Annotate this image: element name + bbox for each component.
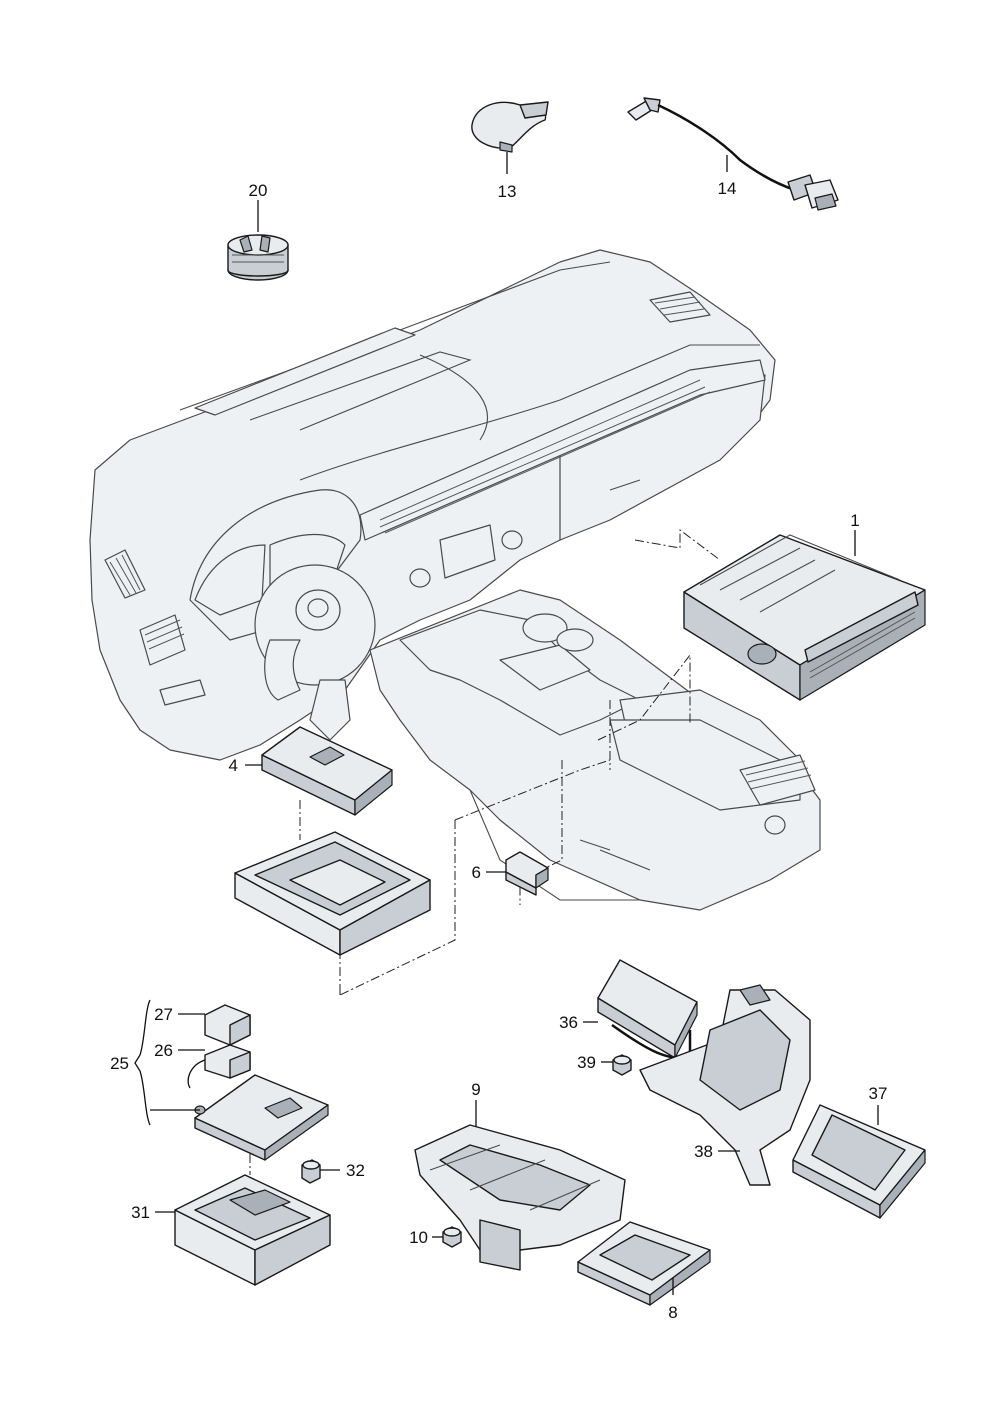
part-20-igniter — [227, 234, 289, 281]
callout-37: 37 — [869, 1084, 888, 1103]
callout-32: 32 — [346, 1161, 365, 1180]
dashboard-illustration — [89, 249, 776, 761]
mounting-tray — [234, 831, 431, 956]
callout-27: 27 — [154, 1005, 173, 1024]
part-13-roof-antenna — [471, 101, 549, 153]
part-8-control-unit — [577, 1221, 711, 1306]
part-25-module — [194, 1074, 329, 1161]
callout-10: 10 — [409, 1228, 428, 1247]
part-10-nut — [442, 1226, 462, 1248]
part-39-nut — [612, 1054, 632, 1076]
callout-4: 4 — [229, 756, 238, 775]
part-1-radio-unit — [683, 534, 926, 701]
part-14-antenna-cable — [627, 97, 839, 211]
callout-36: 36 — [559, 1013, 578, 1032]
callout-26: 26 — [154, 1041, 173, 1060]
part-32-nut — [301, 1159, 321, 1184]
part-9-support-bracket — [414, 1124, 626, 1271]
callout-9: 9 — [471, 1080, 480, 1099]
callout-39: 39 — [577, 1053, 596, 1072]
callout-14: 14 — [718, 179, 737, 198]
part-31-bracket — [174, 1174, 331, 1286]
part-6-connector — [505, 851, 549, 896]
callout-20: 20 — [249, 181, 268, 200]
part-27-cover — [204, 1004, 251, 1046]
callout-1: 1 — [850, 511, 859, 530]
callout-13: 13 — [498, 182, 517, 201]
callout-labels: 20 13 14 1 4 6 27 26 25 31 32 9 10 8 36 … — [110, 179, 887, 1322]
center-console-illustration — [369, 589, 821, 911]
callout-6: 6 — [472, 863, 481, 882]
part-4-control-module — [261, 726, 393, 816]
part-26-battery — [187, 1044, 251, 1089]
part-36-module — [597, 959, 698, 1059]
part-38-mount-bracket — [639, 984, 811, 1186]
callout-38: 38 — [694, 1142, 713, 1161]
callout-8: 8 — [668, 1303, 677, 1322]
callout-31: 31 — [131, 1203, 150, 1222]
callout-25: 25 — [110, 1054, 129, 1073]
leader-lines — [134, 152, 879, 1295]
part-37-module — [792, 1104, 926, 1219]
